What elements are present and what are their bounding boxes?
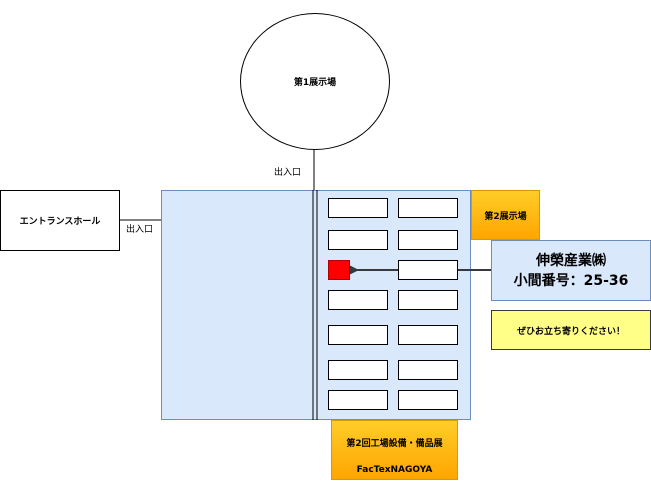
booth xyxy=(398,390,458,410)
hall1-circle: 第1展示場 xyxy=(240,13,390,150)
booth xyxy=(398,325,458,345)
entrance-top-label: 出入口 xyxy=(274,168,302,178)
event-subtitle: FacTexNAGOYA xyxy=(356,465,433,475)
hall1-label: 第1展示場 xyxy=(293,78,337,88)
exhibitor-box: 伸榮産業㈱ 小間番号：25-36 xyxy=(491,240,651,301)
hall2-label: 第2展示場 xyxy=(484,211,527,222)
booth-highlighted xyxy=(328,260,350,280)
entrance-left-label: 出入口 xyxy=(126,225,154,235)
entrance-hall-box: エントランスホール xyxy=(0,190,120,251)
booth xyxy=(328,290,388,310)
booth xyxy=(398,230,458,250)
booth xyxy=(328,325,388,345)
booth-number: 小間番号：25-36 xyxy=(513,272,629,289)
booth xyxy=(398,360,458,380)
event-title: 第2回工場設備・備品展 xyxy=(346,439,443,449)
message-note: ぜひお立ち寄りください！ xyxy=(491,310,651,350)
exhibitor-name: 伸榮産業㈱ xyxy=(536,252,606,269)
booth xyxy=(398,260,458,280)
booth xyxy=(328,230,388,250)
booth xyxy=(328,390,388,410)
event-box: 第2回工場設備・備品展 FacTexNAGOYA xyxy=(331,420,458,480)
booth xyxy=(328,198,388,218)
message-text: ぜひお立ち寄りください！ xyxy=(516,326,625,337)
hall2-box: 第2展示場 xyxy=(471,190,540,240)
entrance-hall-label: エントランスホール xyxy=(19,217,101,227)
booth xyxy=(398,198,458,218)
booth xyxy=(328,360,388,380)
booth xyxy=(398,290,458,310)
